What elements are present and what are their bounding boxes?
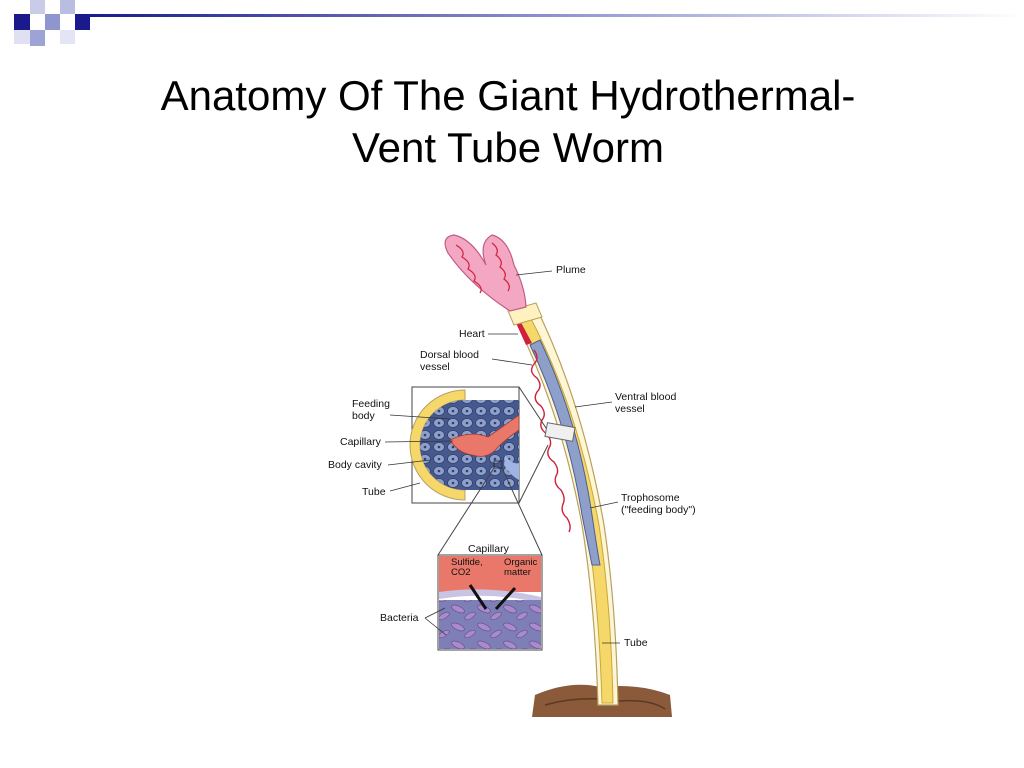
capillary-band [439,556,541,592]
corner-decoration [14,0,1024,46]
label-bacteria: Bacteria [380,612,419,624]
blood-vessel-coil [530,349,571,533]
tube-collar [507,302,543,326]
label-dorsal-blood-vessel: Dorsal blood vessel [420,349,479,373]
sulfide-arrow [468,584,488,610]
label-tube-main: Tube [624,637,648,649]
label-trophosome: Trophosome ("feeding body") [621,492,696,516]
label-capillary-side: Capillary [340,436,381,448]
label-sulfide-co2: Sulfide, CO2 [451,557,483,578]
tube-worm-illustration [384,234,672,717]
label-capillary-box: Capillary [468,543,509,555]
label-organic-matter: Organic matter [504,557,538,578]
label-feeding-body: Feeding body [352,398,390,422]
label-ventral-blood-vessel: Ventral blood vessel [615,391,677,415]
label-body-cavity: Body cavity [328,459,382,471]
organic-arrow [494,586,517,611]
title-line-1: Anatomy Of The Giant Hydrothermal- [160,72,856,119]
tube-worm-diagram: Plume Heart Dorsal blood vessel Ventral … [320,225,720,725]
heart-shape [516,317,532,345]
label-plume: Plume [556,264,586,276]
bacteria-area [439,600,541,649]
plume-shape [444,234,527,312]
title-line-2: Vent Tube Worm [351,124,665,171]
capillary-section [449,414,520,457]
label-heart: Heart [459,328,485,340]
slide-title: Anatomy Of The Giant Hydrothermal- Vent … [100,70,916,174]
label-tube-inset: Tube [362,486,386,498]
